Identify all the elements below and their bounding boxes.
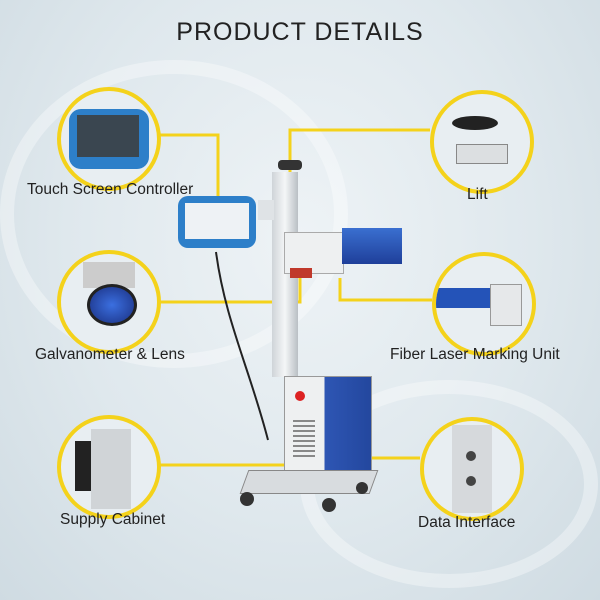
label-touch-screen-controller: Touch Screen Controller <box>27 181 194 198</box>
fiber-laser-closeup <box>432 252 536 356</box>
label-data-interface: Data Interface <box>418 514 516 531</box>
laser-unit <box>342 228 402 264</box>
label-fiber-laser-marking-unit: Fiber Laser Marking Unit <box>390 346 560 363</box>
galvo-ring <box>290 268 312 278</box>
wheel <box>240 492 254 506</box>
supply-cabinet-body <box>284 376 372 472</box>
wheel <box>322 498 336 512</box>
data-interface-closeup <box>420 417 524 521</box>
page-title: PRODUCT DETAILS <box>176 18 424 46</box>
galvo-head <box>284 232 344 274</box>
label-lift: Lift <box>467 186 488 203</box>
label-galvanometer-lens: Galvanometer & Lens <box>35 346 185 363</box>
touch-screen-closeup <box>57 87 161 191</box>
supply-cabinet-closeup <box>57 415 161 519</box>
arm-bracket <box>258 200 274 220</box>
galvanometer-closeup <box>57 250 161 354</box>
lift-closeup <box>430 90 534 194</box>
label-supply-cabinet: Supply Cabinet <box>60 511 166 528</box>
lift-handle <box>278 160 302 170</box>
controller-screen <box>178 196 256 248</box>
wheel <box>356 482 368 494</box>
